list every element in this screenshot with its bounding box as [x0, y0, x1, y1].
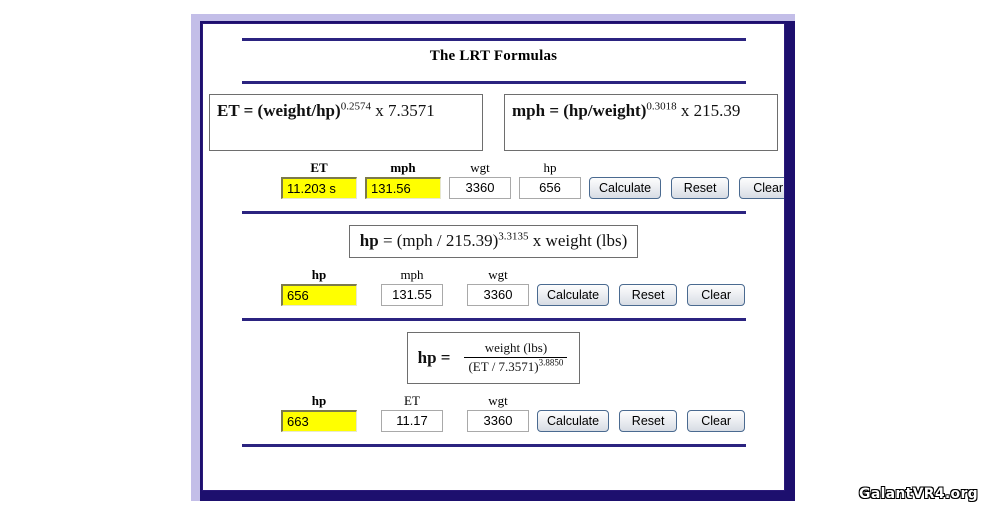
formula-hp-from-et: hp = weight (lbs) (ET / 7.3571)3.8850 [406, 331, 581, 384]
formula-mph-rhs: x 215.39 [680, 101, 741, 120]
calculator-row-3: hp 663 ET 11.17 wgt 3360 Calculate Reset… [203, 384, 784, 432]
field-label-wgt-2: wgt [488, 266, 508, 282]
field-label-hp-2: hp [311, 266, 327, 282]
field-group-hp: hp 656 [519, 159, 581, 199]
title-rule-bottom [241, 81, 746, 84]
calculate-button-2[interactable]: Calculate [537, 283, 610, 306]
section-rule-1 [241, 211, 746, 214]
field-hp-2[interactable]: 656 [281, 283, 357, 306]
section-rule-2 [241, 317, 746, 321]
clear-button-2[interactable]: Clear [687, 283, 746, 306]
field-group-hp-3: hp 663 [281, 392, 357, 432]
formula-mph-lhs: mph = (hp/weight) [512, 101, 647, 120]
button-group-2: Calculate Reset Clear [537, 283, 755, 306]
formula-hp-mph-mid: = (mph / 215.39) [378, 231, 499, 250]
reset-button[interactable]: Reset [671, 177, 730, 199]
field-label-wgt-3: wgt [488, 392, 508, 408]
field-label-mph-2: mph [400, 266, 424, 282]
formula-et-lhs: ET = (weight/hp) [217, 101, 341, 120]
section-rule-3 [241, 443, 746, 447]
calculator-row-2: hp 656 mph 131.55 wgt 3360 Calculate Res… [203, 258, 784, 306]
field-hp[interactable]: 656 [519, 177, 581, 199]
field-group-et: ET 11.203 s [281, 159, 357, 199]
button-group-3: Calculate Reset Clear [537, 409, 755, 432]
field-group-mph: mph 131.56 [365, 159, 441, 199]
clear-button-3[interactable]: Clear [687, 409, 746, 432]
clear-button[interactable]: Clear [739, 177, 784, 199]
formula-et-exponent: 0.2574 [340, 100, 371, 113]
formula-row-bottom: hp = weight (lbs) (ET / 7.3571)3.8850 [203, 321, 784, 384]
formula-hp-et-numerator: weight (lbs) [484, 340, 548, 355]
formula-hp-mph-exponent: 3.3135 [498, 230, 529, 243]
field-group-mph-2: mph 131.55 [381, 266, 443, 306]
reset-button-3[interactable]: Reset [619, 409, 678, 432]
field-label-hp: hp [543, 160, 557, 175]
button-group-1: Calculate Reset Clear [589, 177, 784, 199]
formula-mph: mph = (hp/weight)0.3018 x 215.39 [504, 94, 778, 151]
field-group-wgt: wgt 3360 [449, 159, 511, 199]
field-label-hp-3: hp [311, 392, 327, 408]
reset-button-2[interactable]: Reset [619, 283, 678, 306]
field-label-mph: mph [390, 160, 416, 175]
formula-hp-mph-rhs: x weight (lbs) [528, 231, 628, 250]
formula-row-middle: hp = (mph / 215.39)3.3135 x weight (lbs) [203, 214, 784, 258]
formula-hp-et-denominator: (ET / 7.3571)3.8850 [464, 357, 568, 375]
field-et[interactable]: 11.203 s [281, 177, 357, 199]
field-et-3[interactable]: 11.17 [381, 409, 443, 432]
field-mph-2[interactable]: 131.55 [381, 283, 443, 306]
field-group-hp-2: hp 656 [281, 266, 357, 306]
formula-hp-from-mph: hp = (mph / 215.39)3.3135 x weight (lbs) [348, 225, 639, 258]
formula-et: ET = (weight/hp)0.2574 x 7.3571 [209, 94, 483, 151]
formula-mph-exponent: 0.3018 [646, 100, 677, 113]
formula-hp-et-denominator-base: (ET / 7.3571) [468, 359, 539, 375]
formula-et-rhs: x 7.3571 [375, 101, 435, 120]
field-wgt-2[interactable]: 3360 [467, 283, 529, 306]
field-group-et-3: ET 11.17 [381, 392, 443, 432]
formula-hp-mph-lhs: hp [359, 231, 379, 250]
formula-hp-et-lhs: hp = [417, 347, 451, 367]
field-label-et: ET [310, 160, 328, 175]
field-wgt[interactable]: 3360 [449, 177, 511, 199]
field-label-et-3: ET [404, 392, 420, 408]
field-hp-3[interactable]: 663 [281, 409, 357, 432]
field-group-wgt-3: wgt 3360 [467, 392, 529, 432]
formula-row-top: ET = (weight/hp)0.2574 x 7.3571 mph = (h… [203, 84, 784, 151]
calculate-button-3[interactable]: Calculate [537, 409, 610, 432]
field-label-wgt: wgt [470, 160, 490, 175]
page-title: The LRT Formulas [429, 48, 558, 64]
field-mph[interactable]: 131.56 [365, 177, 441, 199]
formula-hp-et-denominator-exponent: 3.8850 [538, 357, 564, 368]
site-watermark: GalantVR4.org [859, 486, 978, 502]
calculator-row-1: ET 11.203 s mph 131.56 wgt 3360 hp 656 C… [203, 151, 784, 199]
formula-hp-et-fraction: weight (lbs) (ET / 7.3571)3.8850 [464, 340, 568, 376]
field-wgt-3[interactable]: 3360 [467, 409, 529, 432]
field-group-wgt-2: wgt 3360 [467, 266, 529, 306]
page-content-frame: The LRT Formulas ET = (weight/hp)0.2574 … [202, 23, 785, 491]
calculate-button[interactable]: Calculate [589, 177, 662, 199]
title-rule-top [241, 38, 746, 41]
